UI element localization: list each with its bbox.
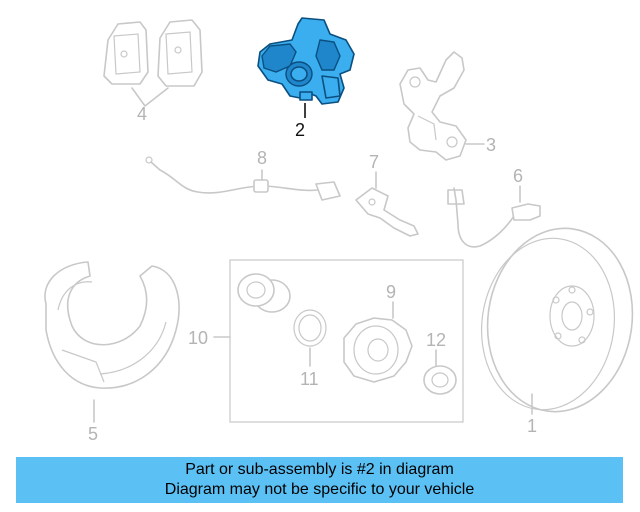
part-8-sensor-wire[interactable] [145,156,341,201]
callout-12: 12 [426,330,446,350]
callout-1: 1 [527,416,537,436]
part-11-circlip[interactable] [293,309,327,367]
info-banner: Part or sub-assembly is #2 in diagram Di… [16,457,623,503]
callout-7: 7 [369,152,379,172]
callout-10: 10 [188,328,208,348]
callout-5: 5 [88,424,98,444]
callout-3: 3 [486,135,496,155]
part-1-brake-rotor[interactable] [471,219,640,421]
callout-9: 9 [386,282,396,302]
part-bearing[interactable] [237,273,291,313]
part-5-dust-shield[interactable] [44,261,180,423]
part-2-caliper[interactable] [257,17,355,118]
part-4-brake-pads[interactable] [103,19,203,107]
callout-11: 11 [300,369,319,389]
callout-8: 8 [257,148,267,168]
part-6-brake-hose[interactable] [447,185,541,248]
part-9-hub[interactable] [343,301,413,383]
banner-line-1: Part or sub-assembly is #2 in diagram [185,461,454,478]
callout-2: 2 [295,120,305,140]
part-3-carrier-bracket[interactable] [399,51,485,161]
part-7-abs-sensor[interactable] [355,171,419,237]
callout-4: 4 [137,104,147,124]
callout-6: 6 [513,166,523,186]
part-12-nut[interactable] [423,349,457,395]
banner-line-2: Diagram may not be specific to your vehi… [164,481,475,498]
parts-diagram: 4 2 3 8 7 6 [44,17,640,444]
hub-assembly-box [229,259,464,423]
